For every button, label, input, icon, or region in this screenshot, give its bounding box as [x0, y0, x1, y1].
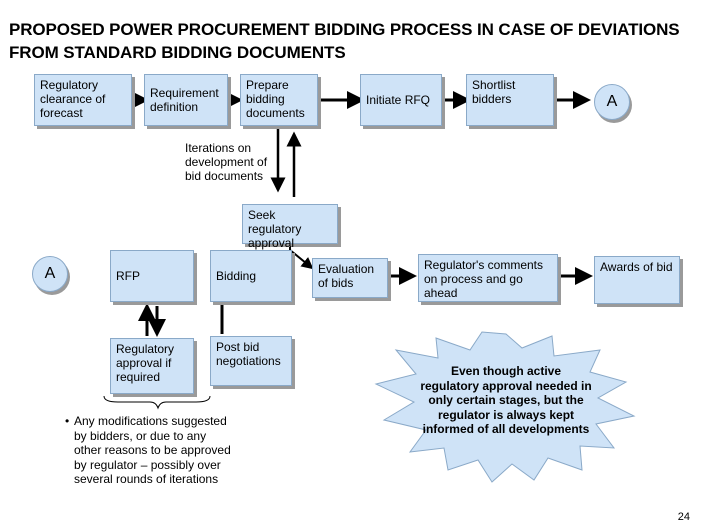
post-bid-label: Post bid negotiations — [216, 340, 281, 368]
prepare-bidding-box: Prepare bidding documents — [240, 74, 318, 126]
initiate-rfq-box: Initiate RFQ — [360, 74, 442, 126]
seek-approval-box: Seek regulatory approval — [242, 204, 338, 250]
connector-a-bottom: A — [32, 256, 68, 292]
iterations-label: Iterations on development of bid documen… — [185, 141, 268, 183]
evaluation-label: Evaluation of bids — [318, 262, 375, 290]
regulator-comments-box: Regulator's comments on process and go a… — [418, 254, 558, 302]
initiate-rfq-label: Initiate RFQ — [366, 93, 431, 107]
prepare-bidding-label: Prepare bidding documents — [246, 78, 305, 120]
requirement-definition-box: Requirement definition — [144, 74, 228, 126]
evaluation-box: Evaluation of bids — [312, 258, 388, 298]
bidding-label: Bidding — [216, 269, 257, 283]
post-bid-box: Post bid negotiations — [210, 336, 292, 386]
modifications-note: • Any modifications suggested by bidders… — [65, 414, 234, 487]
shortlist-bidders-label: Shortlist bidders — [472, 78, 516, 106]
page-number: 24 — [677, 511, 690, 523]
regulatory-clearance-box: Regulatory clearance of forecast — [34, 74, 132, 126]
requirement-definition-label: Requirement definition — [150, 86, 219, 114]
connector-a-top: A — [594, 84, 630, 120]
page-title: PROPOSED POWER PROCUREMENT BIDDING PROCE… — [9, 20, 680, 62]
shortlist-bidders-box: Shortlist bidders — [466, 74, 554, 126]
iterations-text: Iterations on development of bid documen… — [180, 138, 280, 188]
regulatory-clearance-label: Regulatory clearance of forecast — [40, 78, 106, 120]
rfp-label: RFP — [116, 269, 140, 283]
connector-a-bottom-label: A — [44, 265, 56, 282]
seek-approval-label: Seek regulatory approval — [248, 208, 302, 250]
connector-a-top-label: A — [606, 93, 618, 110]
burst-shape — [374, 331, 636, 483]
regulatory-approval-box: Regulatory approval if required — [110, 338, 194, 394]
rfp-box: RFP — [110, 250, 194, 302]
bullet-icon: • — [65, 414, 70, 428]
awards-box: Awards of bid — [594, 256, 680, 304]
modifications-note-text: Any modifications suggested by bidders, … — [74, 414, 231, 486]
burst-callout-text: Even though active regulatory approval n… — [420, 364, 592, 436]
awards-label: Awards of bid — [600, 260, 673, 274]
brace — [103, 395, 211, 410]
regulatory-approval-label: Regulatory approval if required — [116, 342, 175, 384]
bidding-box: Bidding — [210, 250, 292, 302]
regulator-comments-label: Regulator's comments on process and go a… — [424, 258, 544, 300]
